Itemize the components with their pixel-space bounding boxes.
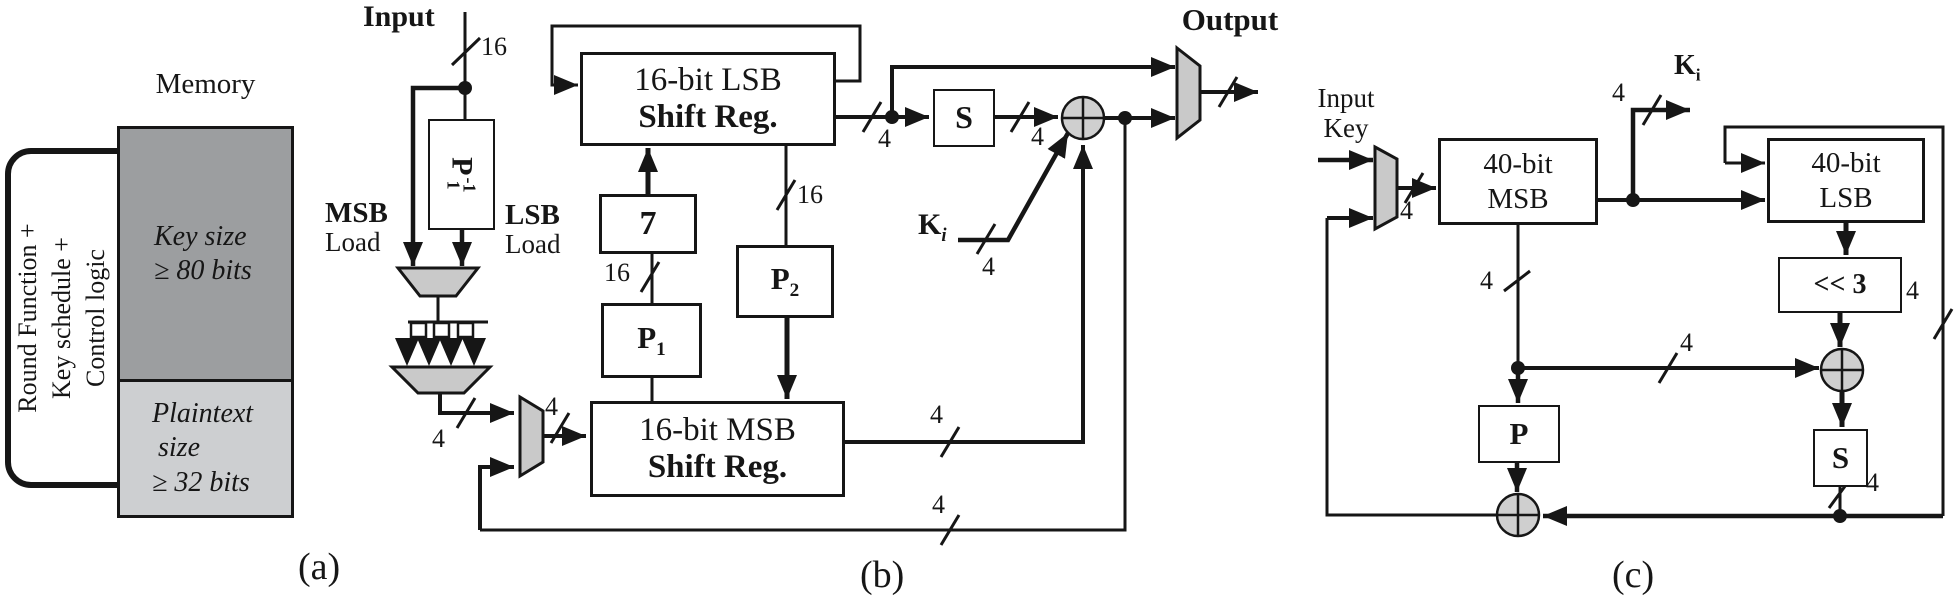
mux-load-1 [394,266,482,298]
memory-key-region: Key size ≥ 80 bits [120,129,291,382]
bus4-xorc: 4 [1680,328,1693,357]
caption-c: (c) [1612,554,1655,596]
memory-block: Key size ≥ 80 bits Plaintext size ≥ 32 b… [117,126,294,518]
control-logic-label: Round Function + Key schedule + Control … [11,148,111,488]
plaintext-line3: ≥ 32 bits [152,466,250,498]
input-label: Input [363,0,435,33]
bus4-s-out-c: 4 [1866,468,1879,497]
bus4-right-loop: 4 [1906,276,1919,305]
xor-gate-c-left [1495,492,1541,538]
plaintext-line1: Plaintext [152,398,254,430]
caption-a: (a) [298,546,341,588]
mux-msb-input [518,394,545,479]
control-line-3: Control logic [80,249,110,387]
bus4-msb-down: 4 [1480,266,1493,295]
bus4-muxc-out: 4 [1400,196,1413,225]
plaintext-line2: size [158,432,200,464]
sbox-c: S [1813,429,1868,487]
bus4-s-out: 4 [1031,122,1044,151]
bus-slashes [450,36,1954,546]
lsb-reg-line1: 16-bit LSB [634,62,782,99]
parallel-load-taps [395,321,486,366]
msb-40-box: 40-bit MSB [1438,138,1598,225]
control-line-1: Round Function + [13,223,42,413]
msb-load-label: MSB Load [325,197,388,258]
memory-plaintext-region: Plaintext size ≥ 32 bits [120,382,291,515]
bus16-p1: 16 [604,258,630,287]
bus4-ki: 4 [982,252,995,281]
mux-key-input [1373,144,1399,232]
bus16-p2: 16 [797,180,823,209]
output-label: Output [1181,2,1279,37]
xor-gate-b [1060,95,1106,141]
bus4-lsb-out: 4 [878,124,891,153]
wire-junctions [458,81,1847,523]
p-box-c: P [1478,405,1560,463]
shift-left-3-box: << 3 [1778,257,1902,313]
mux-load-2 [388,365,494,395]
memory-title: Memory [155,68,256,100]
msb-shift-reg-box: 16-bit MSB Shift Reg. [590,401,845,497]
sbox-b: S [933,89,995,147]
bus16-input: 16 [481,32,507,61]
caption-b: (b) [860,554,905,596]
p1-box: P1 [601,303,702,378]
panel-b-wires [403,12,1258,532]
p2-box: P2 [736,245,834,318]
lsb-40-box: 40-bit LSB [1767,138,1925,223]
bus4-feedback: 4 [932,490,945,519]
lsb-shift-reg-box: 16-bit LSB Shift Reg. [580,52,836,146]
bus4-kic: 4 [1612,78,1625,107]
lsb-reg-line2: Shift Reg. [638,99,778,135]
ki-label-c: Ki [1674,50,1701,85]
seven-box: 7 [599,194,697,254]
bus4-mux3-out: 4 [545,392,558,421]
ki-label-b: Ki [918,208,947,246]
lsb-load-label: LSB Load [505,199,561,260]
mux-output [1175,44,1202,142]
control-line-2: Key schedule + [46,237,76,399]
bus4-msb-out: 4 [930,400,943,429]
xor-gate-c-right [1819,347,1865,393]
input-key-label: Input Key [1317,83,1375,143]
msb-reg-line1: 16-bit MSB [639,412,796,449]
key-size-line1: Key size [154,220,247,252]
bus4-mux2-out: 4 [432,424,445,453]
msb-reg-line2: Shift Reg. [647,449,788,485]
key-size-line2: ≥ 80 bits [154,255,252,286]
